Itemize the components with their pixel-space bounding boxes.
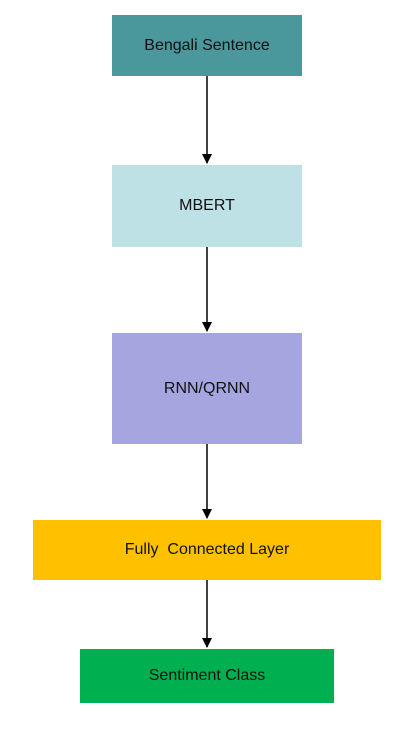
node-label: Bengali Sentence bbox=[144, 36, 270, 54]
node-bengali-sentence: Bengali Sentence bbox=[112, 15, 302, 76]
node-label: MBERT bbox=[179, 197, 235, 214]
node-label: RNN/QRNN bbox=[163, 379, 251, 397]
node-mbert: MBERT bbox=[112, 165, 302, 247]
node-fully-connected-layer: Fully Connected Layer bbox=[33, 520, 381, 580]
node-label: Sentiment Class bbox=[148, 667, 266, 684]
node-label: Fully Connected Layer bbox=[124, 541, 290, 558]
node-rnn-qrnn: RNN/QRNN bbox=[112, 333, 302, 444]
node-sentiment-class: Sentiment Class bbox=[80, 649, 334, 703]
